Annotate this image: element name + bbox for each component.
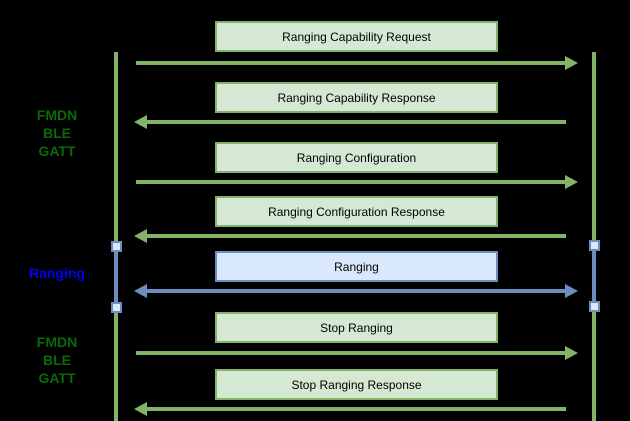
arrowhead-right-icon <box>565 346 578 360</box>
ranging-activation-left <box>114 247 118 307</box>
arrow-left-icon <box>134 115 578 129</box>
arrow-left-icon <box>134 229 578 243</box>
arrowhead-right-icon <box>565 284 578 298</box>
activation-handle-icon <box>589 240 600 251</box>
phase-label-fmdn-ble-gatt-top: FMDN BLE GATT <box>36 107 78 159</box>
message-label: Stop Ranging <box>320 320 393 335</box>
lifeline-right <box>592 52 596 421</box>
arrow-both-icon <box>134 284 578 298</box>
message-label: Ranging Capability Request <box>282 29 431 44</box>
message-label: Ranging Capability Response <box>277 90 436 105</box>
arrow-line <box>136 180 568 184</box>
message-box-ranging-capability-request: Ranging Capability Request <box>215 21 498 52</box>
arrow-line <box>136 351 568 355</box>
arrow-right-icon <box>134 56 578 70</box>
arrow-right-icon <box>134 346 578 360</box>
activation-handle-icon <box>589 301 600 312</box>
message-label: Ranging Configuration Response <box>268 204 445 219</box>
activation-handle-icon <box>111 241 122 252</box>
message-label: Ranging <box>334 259 379 274</box>
arrow-line <box>145 234 566 238</box>
arrow-line <box>145 120 566 124</box>
message-box-stop-ranging: Stop Ranging <box>215 312 498 343</box>
message-box-ranging-capability-response: Ranging Capability Response <box>215 82 498 113</box>
message-box-ranging-configuration: Ranging Configuration <box>215 142 498 173</box>
arrow-line <box>145 407 566 411</box>
phase-label-ranging: Ranging <box>29 265 85 281</box>
ranging-activation-right <box>592 247 596 307</box>
arrow-right-icon <box>134 175 578 189</box>
arrowhead-left-icon <box>134 284 147 298</box>
arrowhead-left-icon <box>134 402 147 416</box>
arrowhead-right-icon <box>565 56 578 70</box>
arrow-line <box>136 61 568 65</box>
arrow-left-icon <box>134 402 578 416</box>
message-label: Stop Ranging Response <box>291 377 422 392</box>
phase-label-fmdn-ble-gatt-bottom: FMDN BLE GATT <box>36 334 78 386</box>
arrowhead-left-icon <box>134 115 147 129</box>
message-box-ranging: Ranging <box>215 251 498 282</box>
arrowhead-left-icon <box>134 229 147 243</box>
arrowhead-right-icon <box>565 175 578 189</box>
arrow-line <box>145 289 568 293</box>
message-label: Ranging Configuration <box>296 150 417 165</box>
activation-handle-icon <box>111 302 122 313</box>
message-box-stop-ranging-response: Stop Ranging Response <box>215 369 498 400</box>
lifeline-left <box>114 52 118 421</box>
message-box-ranging-configuration-response: Ranging Configuration Response <box>215 196 498 227</box>
